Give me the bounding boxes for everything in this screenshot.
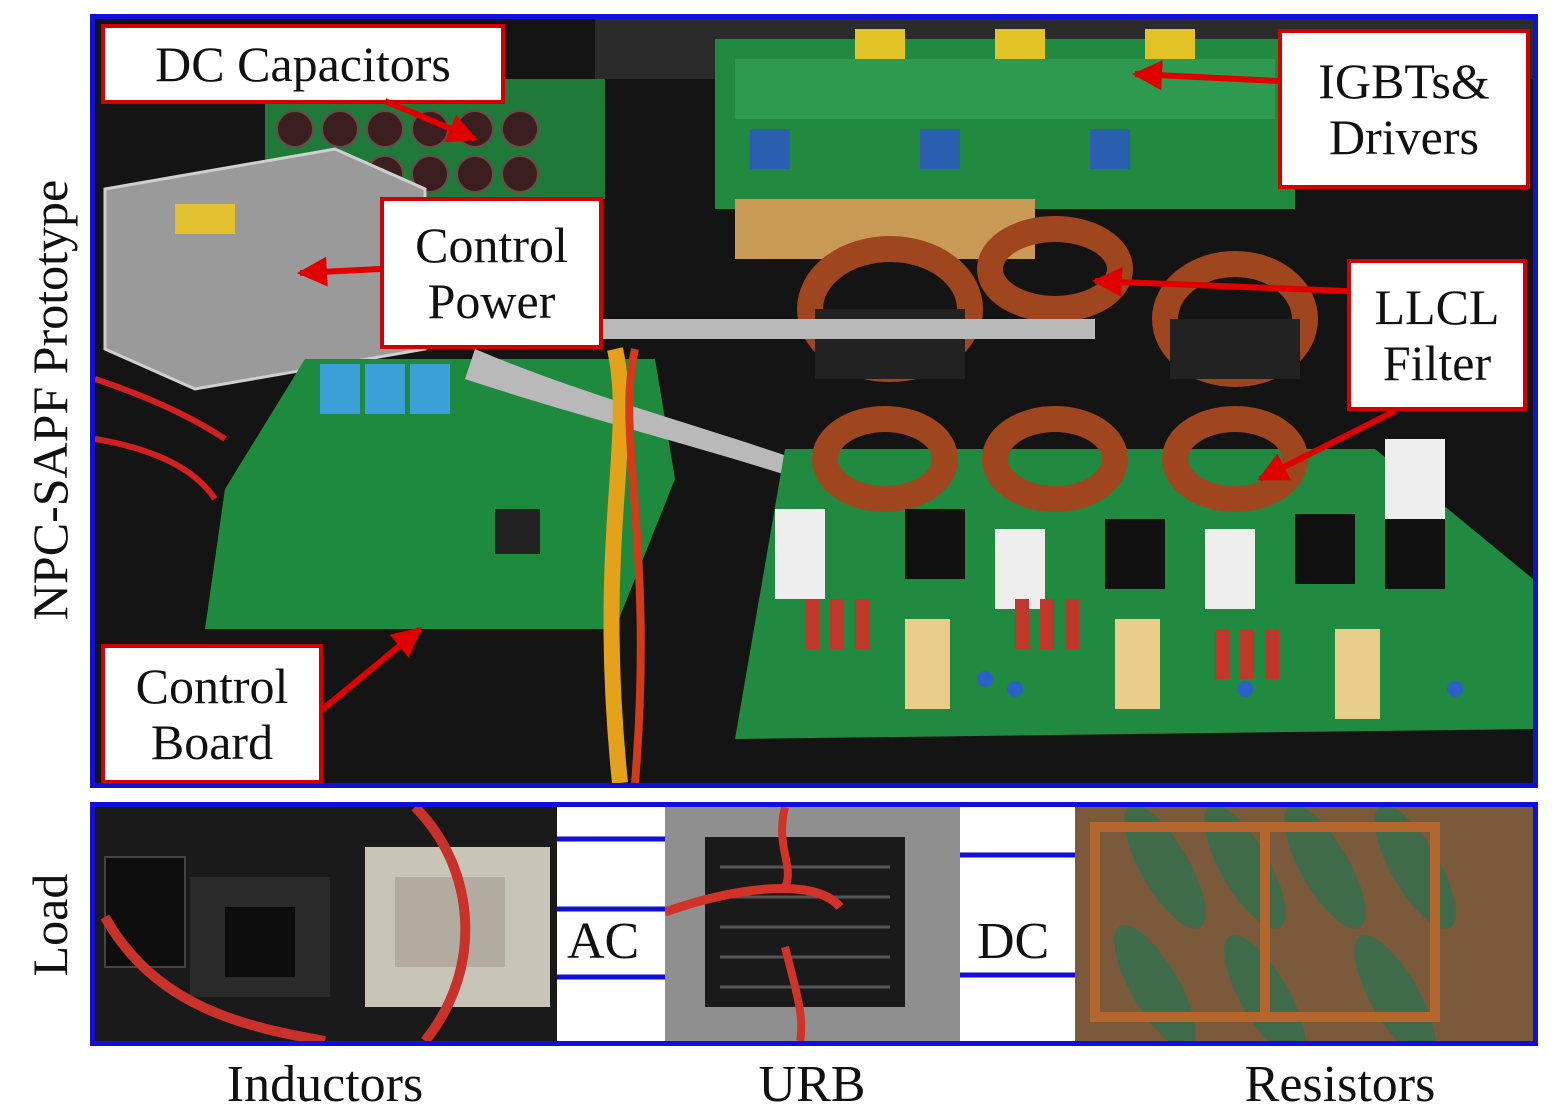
load-photo-panel: AC DC xyxy=(90,802,1538,1046)
dc-capacitors-callout: DC Capacitors xyxy=(101,24,505,104)
control-board-label-line1: Control xyxy=(135,658,289,714)
igbts-label-line1: IGBTs& xyxy=(1318,53,1490,109)
prototype-side-label: NPC-SAPF Prototype xyxy=(22,179,78,621)
urb-label: URB xyxy=(758,1056,866,1113)
control-power-label-line1: Control xyxy=(415,217,568,273)
llcl-filter-callout: LLCL Filter xyxy=(1347,259,1527,411)
prototype-photo-panel: DC Capacitors IGBTs& Drivers Control Pow… xyxy=(90,14,1538,788)
control-board-callout: Control Board xyxy=(101,644,323,783)
dc-label: DC xyxy=(975,912,1052,971)
igbts-drivers-callout: IGBTs& Drivers xyxy=(1278,29,1530,189)
control-power-label-line2: Power xyxy=(427,273,556,329)
load-side-label: Load xyxy=(22,873,78,977)
resistors-label: Resistors xyxy=(1244,1056,1436,1113)
control-board-label-line2: Board xyxy=(150,714,274,770)
ac-label: AC xyxy=(565,912,642,971)
inductors-label: Inductors xyxy=(226,1056,424,1113)
llcl-label-line2: Filter xyxy=(1382,335,1492,391)
igbts-label-line2: Drivers xyxy=(1329,109,1479,165)
llcl-label-line1: LLCL xyxy=(1374,279,1500,335)
load-photo xyxy=(95,807,1533,1041)
dc-capacitors-label: DC Capacitors xyxy=(155,36,451,92)
control-power-callout: Control Power xyxy=(380,197,603,349)
